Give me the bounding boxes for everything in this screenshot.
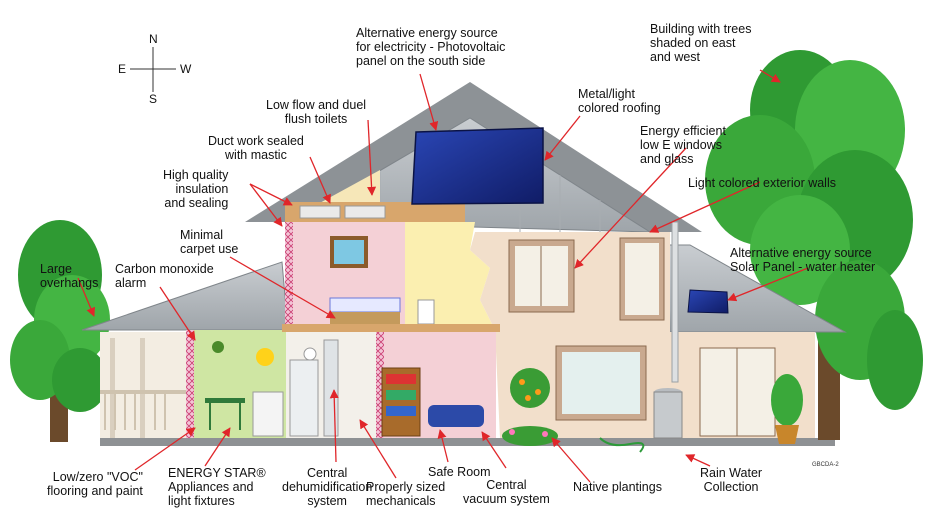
label-co-alarm: Carbon monoxide alarm <box>115 262 214 290</box>
label-voc: Low/zero "VOC" flooring and paint <box>47 470 143 498</box>
refrigerator <box>289 359 319 437</box>
label-native-plantings: Native plantings <box>573 480 662 494</box>
label-solar-water: Alternative energy source Solar Panel - … <box>730 246 876 274</box>
garden-hose <box>599 437 645 453</box>
kitchen-table <box>205 398 245 403</box>
label-ductwork: Duct work sealed with mastic <box>208 134 304 162</box>
label-exterior-walls: Light colored exterior walls <box>688 176 836 190</box>
label-dehumidification: Central dehumidification system <box>282 466 373 508</box>
compass-west: W <box>180 62 192 76</box>
label-shade-trees: Building with trees shaded on east and w… <box>650 22 752 64</box>
rain-barrel <box>653 391 683 439</box>
label-roofing: Metal/light colored roofing <box>578 87 661 115</box>
label-carpet: Minimal carpet use <box>180 228 239 256</box>
image-code: GBCDA-2 <box>812 462 839 468</box>
label-overhangs: Large overhangs <box>40 262 99 290</box>
sun-decoration <box>256 348 274 366</box>
potted-plant <box>775 425 799 444</box>
compass-east: E <box>118 62 127 76</box>
label-energy-star: ENERGY STAR® Appliances and light fixtur… <box>168 466 266 508</box>
light-fixture <box>212 341 224 353</box>
side-window <box>619 237 665 321</box>
dehumidifier <box>323 339 339 437</box>
label-safe-room: Safe Room <box>428 465 491 479</box>
orange-tree <box>510 368 550 408</box>
patio-door <box>699 347 776 437</box>
toilet <box>417 299 435 325</box>
attic-insulation <box>285 170 465 222</box>
stove <box>252 391 284 437</box>
label-insulation: High quality insulation and sealing <box>163 168 229 210</box>
label-photovoltaic: Alternative energy source for electricit… <box>356 26 506 68</box>
lower-window <box>555 345 647 421</box>
compass-south: S <box>149 92 158 106</box>
ground <box>100 438 835 446</box>
solar-water-panel <box>687 289 729 314</box>
sofa <box>428 405 484 427</box>
downspout <box>671 221 679 383</box>
label-windows: Energy efficient low E windows and glass <box>640 124 726 166</box>
upper-window <box>508 239 575 313</box>
label-mechanicals: Properly sized mechanicals <box>366 480 446 508</box>
label-vacuum: Central vacuum system <box>463 478 550 506</box>
native-plants <box>502 426 558 446</box>
compass <box>130 47 176 92</box>
label-toilets: Low flow and duel flush toilets <box>266 98 367 126</box>
annotation-arrows <box>77 69 809 483</box>
photovoltaic-panel <box>411 127 544 205</box>
co-alarm-device <box>303 347 317 361</box>
compass-north: N <box>149 32 158 46</box>
label-rain-water: Rain Water Collection <box>700 466 763 494</box>
left-tree <box>10 220 110 442</box>
porch <box>100 332 186 438</box>
bed <box>329 297 401 313</box>
